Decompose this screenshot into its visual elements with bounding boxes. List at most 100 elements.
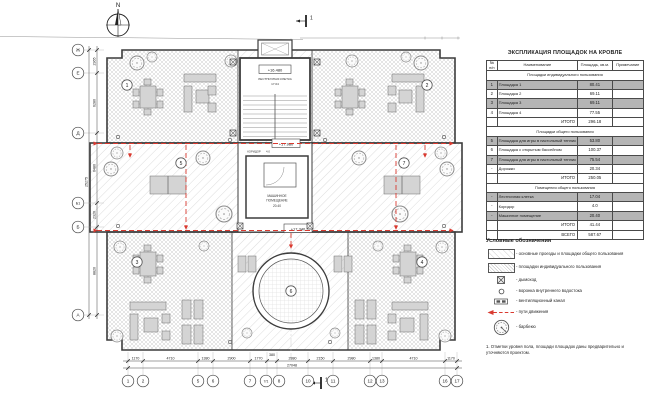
- total-label: ИТОГО: [496, 117, 579, 128]
- cell-note: [611, 98, 645, 109]
- cell-name: Площадка для игры в настольный теннис: [496, 154, 579, 165]
- dim-total: 27048: [287, 363, 297, 367]
- svg-text:1: 1: [310, 16, 313, 22]
- cell-area: 17.04: [577, 192, 613, 203]
- axis-bubble: 12: [363, 374, 377, 388]
- cell-name: Машинное помещение: [496, 210, 579, 222]
- dim-label: 2320: [92, 211, 96, 219]
- area-bubble: 5: [175, 157, 187, 169]
- corridor-area: 4.0: [266, 150, 270, 154]
- svg-text:6: 6: [290, 289, 293, 295]
- svg-text:17: 17: [454, 379, 460, 384]
- section-row: Площадки общего пользования: [486, 126, 644, 137]
- section-title: Площадки индивидуального пользования: [486, 70, 644, 81]
- table-header-row: № п/п Наименование Площадь, кв.м. Примеч…: [486, 59, 645, 72]
- legend-item: - барбекю: [486, 319, 648, 336]
- stair-core: +16.480 ЛЕСТНИЧНАЯ КЛЕТКА 17.04: [239, 39, 311, 141]
- north-arrow-icon: N: [106, 3, 130, 37]
- dim-label: 2150: [317, 356, 325, 360]
- cell-name: Площадка 2: [496, 88, 579, 100]
- chimney-icon: [497, 276, 505, 284]
- header-name: Наименование: [496, 59, 579, 72]
- legend-item: - вентиляционный канал: [486, 298, 648, 305]
- svg-text:Д: Д: [76, 131, 80, 136]
- dim-label: 4710: [167, 356, 175, 360]
- legend-title: Условные обозначения: [486, 238, 552, 244]
- section-title: Помещения общего пользования: [486, 182, 644, 194]
- svg-text:7/1: 7/1: [264, 379, 269, 383]
- drain-funnel-icon: [498, 288, 504, 294]
- svg-text:8: 8: [278, 379, 281, 384]
- common-areas-hatch-icon: [487, 249, 515, 259]
- legend-label: - воронка внутреннего водостока: [516, 287, 582, 293]
- cell-area: 53.80: [577, 135, 613, 147]
- svg-text:11: 11: [331, 379, 336, 384]
- stairwell-area: 17.04: [271, 82, 279, 86]
- cell-note: [611, 210, 645, 222]
- svg-text:Е: Е: [76, 71, 79, 76]
- machine-room-label2: ПОМЕЩЕНИЕ: [266, 199, 287, 203]
- svg-text:5: 5: [180, 161, 183, 167]
- cell-area: 69.11: [577, 88, 613, 100]
- corridor-label: КОРИДОР: [247, 150, 261, 154]
- axis-bubble: 5: [191, 374, 205, 388]
- legend-label: - дымоход: [516, 276, 537, 282]
- area-bubble: 6: [285, 285, 297, 297]
- dim-total: 25275: [84, 177, 88, 187]
- dim-label: 6480: [92, 164, 96, 172]
- dim-label: 2980: [348, 356, 356, 360]
- cell-note: [611, 192, 645, 203]
- cell-area: 100.37: [577, 145, 613, 156]
- left-dimensions: 2365 6280 6480 2320 8820 25275 Ж Е Д Б1 …: [71, 43, 104, 322]
- axis-bubble: 6: [206, 374, 220, 388]
- svg-text:16: 16: [442, 379, 448, 384]
- total-label: ИТОГО: [496, 220, 579, 231]
- cell-note: [611, 135, 645, 147]
- area-bubble: 7: [398, 157, 410, 169]
- svg-text:12: 12: [367, 379, 373, 384]
- section-row: Площадки индивидуального пользования: [486, 70, 644, 81]
- axis-bubble: 2: [136, 374, 150, 388]
- svg-text:1: 1: [325, 378, 328, 384]
- axis-bubble: 10: [301, 374, 315, 388]
- area-bubbles: 1 2 3 4 5 6 7: [121, 79, 433, 297]
- tennis-table-right: [383, 175, 421, 195]
- cell-name: Площадка 1: [496, 79, 579, 90]
- cell-note: [611, 107, 645, 119]
- dim-label: 1770: [255, 356, 263, 360]
- cell-area: 69.11: [577, 98, 613, 109]
- axis-bubble: Д: [71, 126, 85, 140]
- machine-room-area: 20.40: [273, 204, 281, 208]
- cell-num: 2: [486, 88, 498, 100]
- cell-area: 20.34: [577, 163, 613, 175]
- axis-bubble: Е: [71, 66, 85, 80]
- legend-item: - дымоход: [486, 276, 648, 284]
- svg-text:2: 2: [142, 379, 145, 384]
- furniture: [129, 73, 429, 345]
- dim-label: 2365: [92, 58, 96, 66]
- dim-label: 6280: [92, 99, 96, 107]
- header-area: Площадь, кв.м.: [577, 59, 613, 72]
- axis-bubble: 17: [450, 374, 464, 388]
- individual-areas-hatch-icon: [487, 262, 515, 273]
- legend-label: - барбекю: [516, 324, 536, 330]
- svg-text:5: 5: [197, 379, 200, 384]
- axis-bubble: А: [71, 308, 85, 322]
- dim-label: 1380: [372, 356, 380, 360]
- cell-area: 4.0: [577, 201, 613, 212]
- bottom-axis-bubbles: 1 2 5 6 7 7/1 8 10 11 12 13 16 17: [121, 374, 464, 388]
- cell-num: -: [486, 210, 498, 222]
- legend-label: - основные проезды и площадки общего пол…: [516, 250, 624, 256]
- header-note: Примечание: [611, 59, 645, 72]
- machine-room: +17.980 КОРИДОР 4.0 МАШИННОЕ ПОМЕЩЕНИЕ 2…: [237, 138, 313, 233]
